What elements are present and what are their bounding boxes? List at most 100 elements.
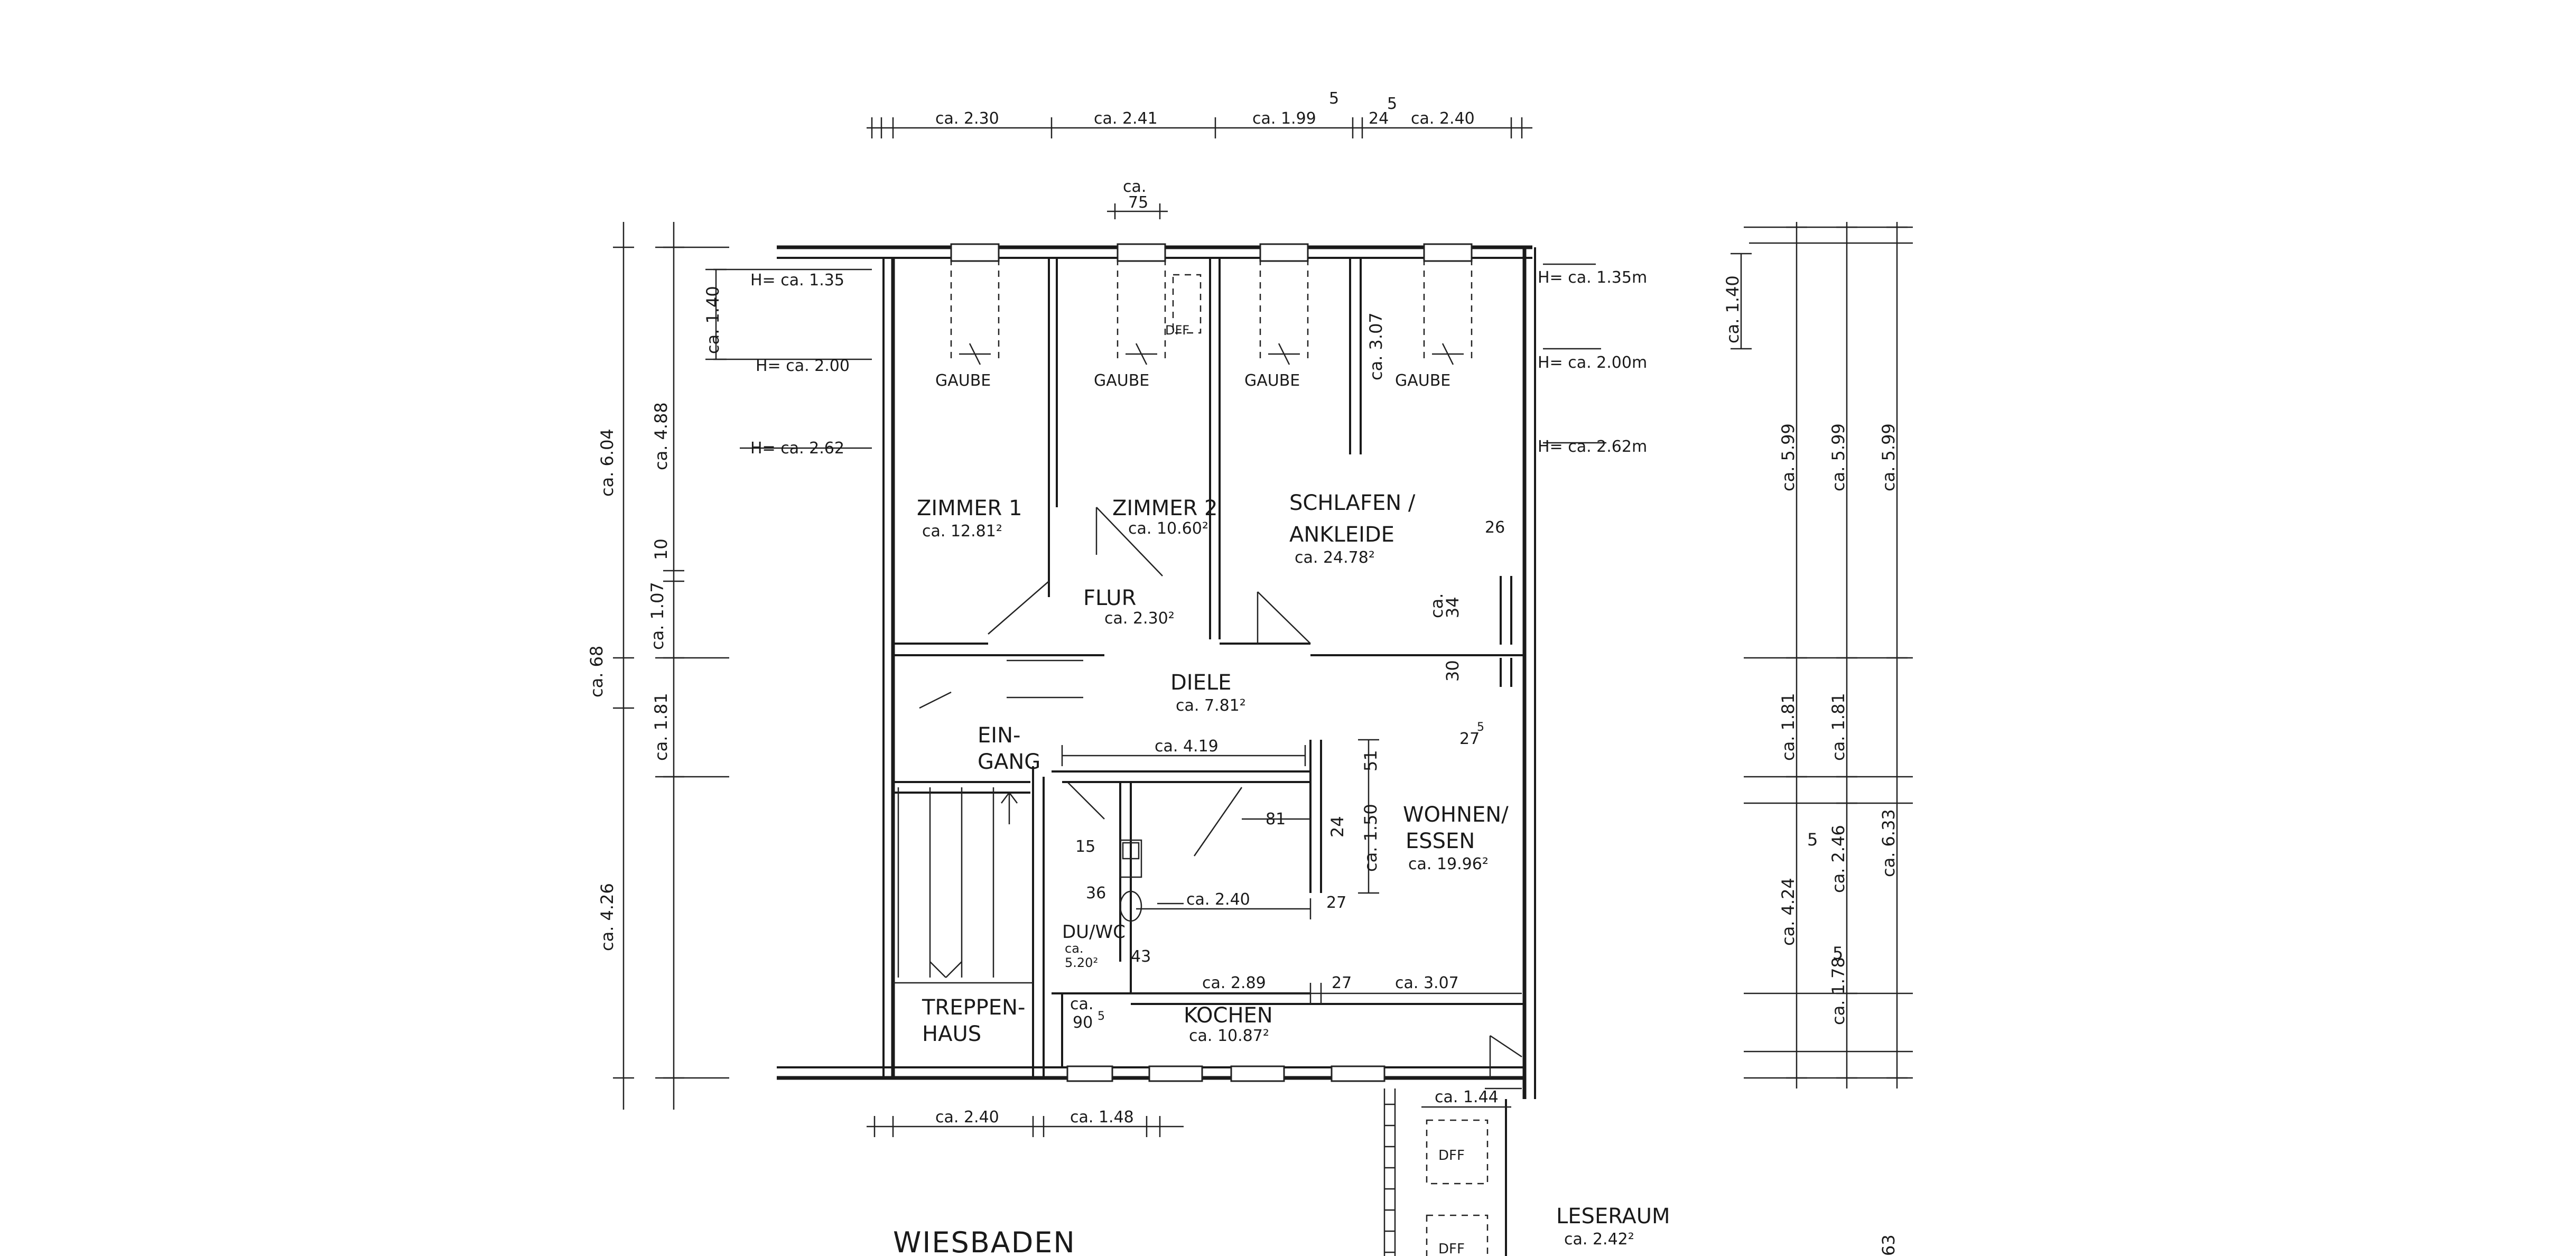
dim-inner-15: 15 xyxy=(1075,838,1095,856)
staircase xyxy=(893,787,1033,984)
dim-inner-30: 30 xyxy=(1443,660,1463,682)
dim-top-5: 24 xyxy=(1369,109,1389,128)
dim-right-10: ca. 6.33 xyxy=(1878,809,1899,877)
dim-inner-307-vertical: ca. 3.07 xyxy=(1366,312,1386,380)
dim-top-1: ca. 2.30 xyxy=(935,109,999,128)
room-treppenhaus-name2: HAUS xyxy=(922,1022,981,1046)
room-schlafen-name2: ANKLEIDE xyxy=(1289,523,1394,547)
dim-left-inner-5: ca. 1.81 xyxy=(651,693,671,761)
gaube-label-1: GAUBE xyxy=(935,371,991,390)
dim-inner-5: 5 xyxy=(1098,1010,1105,1023)
room-duwc-name: DU/WC xyxy=(1062,922,1126,943)
room-zimmer2-name: ZIMMER 2 xyxy=(1112,496,1217,520)
room-kochen-area: ca. 10.87² xyxy=(1189,1027,1269,1045)
dim-right-6: ca. 1.81 xyxy=(1828,693,1848,761)
dormers: GAUBE GAUBE GAUBE GAUBE DFF xyxy=(935,259,1473,390)
dim-inner-24: 24 xyxy=(1327,816,1347,838)
top-dimension-chain: ca. 2.30 ca. 2.41 ca. 1.99 5 24 5 ca. 2.… xyxy=(867,89,1532,138)
height-left-262: H= ca. 2.62 xyxy=(750,439,844,458)
top-windows xyxy=(950,243,1473,262)
room-diele-area: ca. 7.81² xyxy=(1176,696,1246,715)
dim-inner-51: 51 xyxy=(1361,750,1381,771)
room-leseraum-area: ca. 2.42² xyxy=(1564,1230,1634,1249)
dim-inner-419: ca. 4.19 xyxy=(1155,737,1219,756)
room-treppenhaus-name1: TREPPEN- xyxy=(922,996,1025,1020)
room-leseraum-name: LESERAUM xyxy=(1556,1204,1670,1229)
room-eingang-name1: EIN- xyxy=(978,723,1020,748)
dim-inner-144: ca. 1.44 xyxy=(1435,1088,1499,1106)
dff-label-lower-1: DFF xyxy=(1438,1148,1465,1164)
room-schlafen-name1: SCHLAFEN / xyxy=(1289,491,1416,515)
room-duwc-area1: ca. xyxy=(1065,941,1084,956)
dim-bottom-2: ca. 1.48 xyxy=(1070,1108,1134,1127)
dim-left-inner-3: 10 xyxy=(651,538,671,560)
dim-inner-ca-34: ca. xyxy=(1427,593,1447,618)
inner-dimension-lines xyxy=(1061,739,1522,1090)
room-diele-name: DIELE xyxy=(1170,671,1231,695)
dim-right-9: ca. 2.46 xyxy=(1828,825,1848,893)
right-dimension-chains: ca. 1.40 ca. 5.99 ca. 5.99 ca. 5.99 ca. … xyxy=(1538,222,1913,1256)
inner-dimension-texts: ca. 4.19 ca. 2.40 ca. 2.89 27 ca. 3.07 c… xyxy=(1070,312,1505,1106)
dim-inner-81: 81 xyxy=(1266,810,1286,829)
dim-inner-43: 43 xyxy=(1131,947,1151,966)
dim-inner-90: 90 xyxy=(1073,1013,1093,1032)
dim-left-inner-1: ca. 1.40 xyxy=(703,286,723,354)
dim-inner-34: 34 xyxy=(1443,597,1463,618)
gaube-label-4: GAUBE xyxy=(1395,371,1450,390)
dim-inner-5b: 5 xyxy=(1477,721,1484,734)
room-duwc-area2: 5.20² xyxy=(1065,955,1098,970)
dim-inner-ca-kochen: ca. xyxy=(1070,995,1093,1013)
dim-top-2: ca. 2.41 xyxy=(1094,109,1158,128)
dim-top-3: ca. 1.99 xyxy=(1252,109,1316,128)
window-width-note: ca. 75 xyxy=(1107,178,1168,219)
dff-label-lower-2: DFF xyxy=(1438,1241,1465,1256)
height-right-135: H= ca. 1.35m xyxy=(1538,268,1647,287)
plan-title: WIESBADEN xyxy=(893,1226,1076,1256)
dim-inner-36: 36 xyxy=(1086,884,1106,903)
dim-left-inner-4: ca. 1.07 xyxy=(647,582,667,650)
bottom-windows xyxy=(1066,1065,1385,1082)
dim-inner-27: 27 xyxy=(1332,974,1352,992)
dim-inner-27b: 27 xyxy=(1326,894,1346,912)
room-schlafen-area: ca. 24.78² xyxy=(1295,548,1375,567)
bottom-dimension-chain: ca. 2.40 ca. 1.48 xyxy=(867,1108,1184,1137)
dim-right-11: ca. 1.78 xyxy=(1828,957,1848,1025)
height-left-200: H= ca. 2.00 xyxy=(756,357,850,375)
height-right-200: H= ca. 2.00m xyxy=(1538,353,1647,372)
dim-left-inner-6: ca. 68 xyxy=(587,646,607,697)
left-dimension-chains: ca. 6.04 ca. 4.26 ca. 1.40 ca. 4.88 10 c… xyxy=(587,222,872,1110)
room-wohnen-name1: WOHNEN/ xyxy=(1403,803,1509,827)
room-flur-area: ca. 2.30² xyxy=(1104,609,1175,628)
leseraum-stair: DFF DFF xyxy=(1383,1088,1511,1256)
dim-left-outer-2: ca. 4.26 xyxy=(597,883,617,951)
room-eingang-name2: GANG xyxy=(978,750,1040,774)
window-width-ca: ca. xyxy=(1123,178,1146,196)
room-kochen-name: KOCHEN xyxy=(1184,1003,1273,1028)
dim-inner-307: ca. 3.07 xyxy=(1395,974,1459,992)
room-zimmer2-area: ca. 10.60² xyxy=(1128,519,1208,538)
dim-right-13: 63 xyxy=(1878,1234,1899,1256)
dim-inner-27c: 27 xyxy=(1459,730,1480,748)
room-labels: ZIMMER 1 ca. 12.81² ZIMMER 2 ca. 10.60² … xyxy=(917,491,1670,1249)
dim-right-3: ca. 5.99 xyxy=(1828,423,1848,491)
dim-bottom-1: ca. 2.40 xyxy=(935,1108,999,1127)
dim-inner-289: ca. 2.89 xyxy=(1202,974,1266,992)
dff-label-top: DFF xyxy=(1165,323,1189,338)
room-wohnen-name2: ESSEN xyxy=(1406,829,1475,853)
dim-inner-150: ca. 1.50 xyxy=(1361,804,1381,872)
dim-left-outer-1: ca. 6.04 xyxy=(597,429,617,497)
room-zimmer1-area: ca. 12.81² xyxy=(922,522,1002,541)
dim-top-6: 5 xyxy=(1387,95,1397,113)
dim-right-2: ca. 5.99 xyxy=(1778,423,1798,491)
dim-right-5: ca. 1.81 xyxy=(1778,693,1798,761)
dim-left-inner-2: ca. 4.88 xyxy=(651,402,671,470)
room-flur-name: FLUR xyxy=(1083,586,1136,610)
dim-inner-26: 26 xyxy=(1485,518,1505,537)
height-right-262: H= ca. 2.62m xyxy=(1538,438,1647,456)
dim-right-8: 5 xyxy=(1807,830,1818,850)
room-zimmer1-name: ZIMMER 1 xyxy=(917,496,1022,520)
dim-inner-240: ca. 2.40 xyxy=(1186,890,1250,909)
doors xyxy=(919,507,1522,1078)
dim-top-4: 5 xyxy=(1329,89,1339,108)
